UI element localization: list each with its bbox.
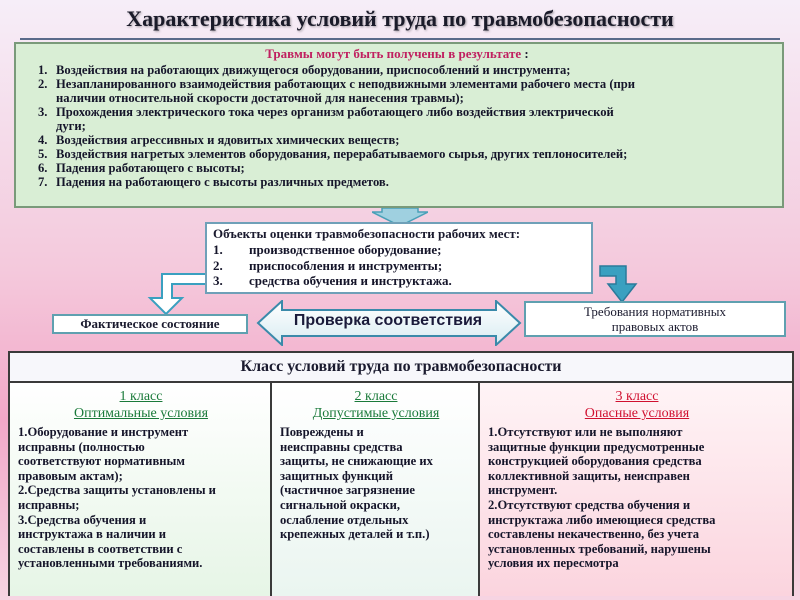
arrow-left-branch-icon bbox=[147, 273, 209, 316]
class-line: защиты, не снижающие их bbox=[280, 454, 433, 469]
class-name: Оптимальные условия bbox=[73, 406, 209, 421]
class-line: установленными требованиями. bbox=[18, 556, 203, 571]
class-line: сигнальной окраски, bbox=[280, 497, 401, 512]
class-line: конструкцией оборудования средства bbox=[488, 454, 702, 469]
actual-state-box: Фактическое состояние bbox=[52, 314, 248, 334]
title-divider bbox=[20, 38, 780, 40]
item-number bbox=[26, 91, 56, 105]
injuries-heading: Травмы могут быть получены в результате … bbox=[26, 46, 768, 62]
item-text: Падения работающего с высоты; bbox=[56, 161, 245, 175]
class-line: 2.Отсутствуют средства обучения и bbox=[488, 497, 691, 512]
class-line: составлены в соответствии с bbox=[18, 541, 183, 556]
item-number: 3. bbox=[213, 273, 223, 288]
class-line: инструмент. bbox=[488, 483, 558, 498]
item-text: дуги; bbox=[56, 119, 86, 133]
item-number: 4. bbox=[38, 133, 48, 147]
item-text: Воздействия нагретых элементов оборудова… bbox=[56, 147, 628, 161]
assessment-objects-heading: Объекты оценки травмобезопасности рабочи… bbox=[213, 226, 521, 241]
class-line: правовым актам); bbox=[18, 468, 123, 483]
list-item: 1. производственное оборудование; bbox=[213, 242, 585, 258]
list-item: 6. Падения работающего с высоты; bbox=[26, 161, 768, 175]
item-number: 1. bbox=[213, 242, 223, 257]
class-line: составлены некачественно, без учета bbox=[488, 527, 700, 542]
compliance-check-label: Проверка соответствия bbox=[293, 312, 483, 329]
list-item: 7. Падения на работающего с высоты различ… bbox=[26, 175, 768, 189]
class-line: крепежных деталей и т.п.) bbox=[280, 527, 430, 542]
list-item: 4. Воздействия агрессивных и ядовитых хим… bbox=[26, 133, 768, 147]
class-line: исправны; bbox=[18, 497, 80, 512]
item-text: Прохождения электрического тока через ор… bbox=[56, 105, 614, 119]
item-text: наличии относительной скорости достаточн… bbox=[56, 91, 464, 105]
class-line: инструктажа в наличии и bbox=[18, 527, 167, 542]
requirements-line-2: правовых актов bbox=[611, 319, 699, 334]
class-table-header: Класс условий труда по травмобезопасност… bbox=[10, 353, 792, 383]
class-line: коллективной защиты, неисправен bbox=[488, 468, 690, 483]
class-number: 3 класс bbox=[615, 389, 659, 404]
requirements-line-1: Требования нормативных bbox=[583, 304, 726, 319]
injuries-box: Травмы могут быть получены в результате … bbox=[14, 42, 784, 208]
item-number bbox=[26, 119, 56, 133]
class-3-column: 3 класс Опасные условия 1.Отсутствуют ил… bbox=[480, 383, 792, 596]
item-number: 5. bbox=[38, 147, 48, 161]
item-number: 1. bbox=[38, 63, 48, 77]
item-text: Воздействия агрессивных и ядовитых химич… bbox=[56, 133, 400, 147]
class-line: 1.Оборудование и инструмент bbox=[18, 425, 189, 439]
class-line: (частичное загрязнение bbox=[280, 483, 415, 498]
class-line: условия их пересмотра bbox=[488, 556, 619, 571]
item-text: Воздействия на работающих движущегося об… bbox=[56, 63, 571, 77]
class-line: соответствуют нормативным bbox=[18, 454, 185, 469]
list-item: 3. средства обучения и инструктажа. bbox=[213, 273, 585, 289]
class-number: 2 класс bbox=[354, 389, 398, 404]
item-text: приспособления и инструменты; bbox=[249, 257, 443, 273]
list-item: наличии относительной скорости достаточн… bbox=[26, 91, 768, 105]
class-line: 3.Средства обучения и bbox=[18, 512, 147, 527]
class-line: 1.Отсутствуют или не выполняют bbox=[488, 425, 683, 439]
class-line: защитные функции предусмотренные bbox=[488, 439, 705, 454]
class-number: 1 класс bbox=[119, 389, 163, 404]
item-number: 2. bbox=[38, 77, 48, 91]
class-columns: 1 класс Оптимальные условия 1.Оборудован… bbox=[10, 383, 792, 596]
class-line: Повреждены и bbox=[280, 425, 364, 439]
class-line: защитных функций bbox=[280, 468, 393, 483]
list-item: дуги; bbox=[26, 119, 768, 133]
assessment-objects-box: Объекты оценки травмобезопасности рабочи… bbox=[205, 222, 593, 294]
item-text: Незапланированного взаимодействия работа… bbox=[56, 77, 636, 91]
item-text: производственное оборудование; bbox=[249, 242, 442, 257]
double-arrow-icon bbox=[256, 300, 522, 346]
class-2-column: 2 класс Допустимые условия Повреждены и … bbox=[272, 383, 480, 596]
item-number: 6. bbox=[38, 161, 48, 175]
item-number: 3. bbox=[38, 105, 48, 119]
injuries-heading-text: Травмы могут быть получены в результате bbox=[265, 46, 522, 61]
regulatory-requirements-box: Требования нормативных правовых актов bbox=[524, 301, 786, 337]
page-title: Характеристика условий труда по травмобе… bbox=[126, 6, 674, 31]
arrow-right-branch-icon bbox=[599, 265, 638, 304]
class-line: инструктажа либо имеющиеся средства bbox=[488, 512, 716, 527]
class-name: Допустимые условия bbox=[312, 406, 440, 421]
list-item: 1. Воздействия на работающих движущегося … bbox=[26, 63, 768, 77]
class-1-column: 1 класс Оптимальные условия 1.Оборудован… bbox=[10, 383, 272, 596]
class-line: установленных требований, нарушены bbox=[488, 541, 711, 556]
list-item: 5. Воздействия нагретых элементов оборудо… bbox=[26, 147, 768, 161]
list-item: 2. приспособления и инструменты; bbox=[213, 258, 585, 274]
injuries-list: 1. Воздействия на работающих движущегося … bbox=[26, 63, 768, 189]
class-line: исправны (полностью bbox=[18, 439, 145, 454]
item-text: средства обучения и инструктажа. bbox=[249, 273, 452, 288]
injuries-heading-colon: : bbox=[521, 46, 529, 61]
arrow-down-icon bbox=[372, 208, 428, 226]
class-line: 2.Средства защиты установлены и bbox=[18, 483, 216, 498]
list-item: 3. Прохождения электрического тока через … bbox=[26, 105, 768, 119]
class-table: Класс условий труда по травмобезопасност… bbox=[8, 351, 794, 596]
item-text: Падения на работающего с высоты различны… bbox=[56, 175, 389, 189]
class-name: Опасные условия bbox=[584, 406, 690, 421]
list-item: 2. Незапланированного взаимодействия рабо… bbox=[26, 77, 768, 91]
class-line: ослабление отдельных bbox=[280, 512, 409, 527]
item-number: 2. bbox=[213, 257, 223, 273]
item-number: 7. bbox=[38, 175, 48, 189]
class-line: неисправны средства bbox=[280, 439, 403, 454]
